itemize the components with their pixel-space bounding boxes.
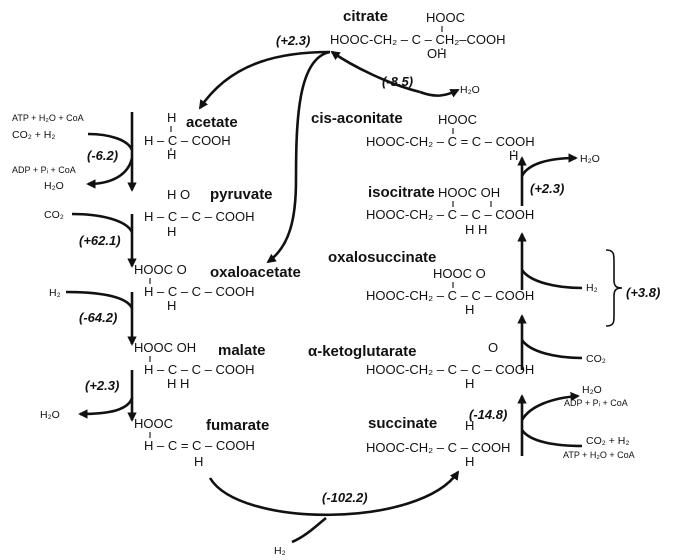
citrate-formula-bottom: OH [427, 46, 447, 61]
cofactor-h2-right: H₂ [586, 282, 598, 294]
cofactor-h2o-succinate: H₂O [582, 384, 602, 396]
energy-malate-dehydration: (+2.3) [85, 378, 119, 393]
cofactor-h2o-isocitrate: H₂O [580, 153, 600, 165]
cis-aconitate-formula-main: HOOC-CH₂ – C = C – COOH [366, 134, 535, 149]
citrate-to-oxaloacetate-arrow [266, 50, 331, 264]
oxalosuccinate-formula-main: HOOC-CH₂ – C – C – COOH [366, 288, 534, 303]
energy-succinate-activation: (-14.8) [469, 407, 507, 422]
energy-acetate-activation: (-6.2) [87, 148, 118, 163]
ketoglutarate-name: α-ketoglutarate [308, 343, 416, 360]
fumarate-formula-bottom: H [194, 454, 203, 469]
acetate-formula-top: H [167, 110, 176, 125]
ketoglutarate-formula-top: O [488, 340, 498, 355]
succinate-formula-bottom: H [465, 454, 474, 469]
water-release-arrow [419, 88, 460, 98]
succinate-name: succinate [368, 415, 437, 432]
pyruvate-formula-bottom: H [167, 224, 176, 239]
brace-oxalosuccinate [605, 249, 623, 327]
malate-formula-bottom: H H [167, 376, 189, 391]
cofactor-atp-right: ATP + H₂O + CoA [563, 450, 635, 460]
energy-citrate-split: (+2.3) [276, 33, 310, 48]
oxaloacetate-formula-bottom: H [167, 298, 176, 313]
isocitrate-formula-main: HOOC-CH₂ – C – C – COOH [366, 207, 534, 222]
cofactor-co2-left: CO₂ [44, 209, 64, 221]
acetate-formula-bottom: H [167, 147, 176, 162]
cis-aconitate-formula-top: HOOC [438, 112, 477, 127]
cofactor-co2-h2-right: CO₂ + H₂ [586, 435, 629, 447]
citrate-name: citrate [343, 8, 388, 25]
cofactor-co2-h2-left: CO₂ + H₂ [12, 129, 55, 141]
co2-in-pyruvate-arrow [71, 212, 134, 233]
succinate-formula-main: HOOC-CH₂ – C – COOH [366, 440, 510, 455]
cofactor-h2o-citrate: H₂O [460, 84, 480, 96]
energy-fumarate-reduction: (-102.2) [322, 490, 368, 505]
cofactor-in-succinate-arrow [520, 429, 583, 448]
h2-in-oxaloacetate-arrow [65, 290, 134, 309]
fumarate-formula-main: H – C = C – COOH [144, 438, 255, 453]
citrate-to-acetate-arrow [198, 50, 331, 110]
malate-formula-main: H – C – C – COOH [144, 362, 255, 377]
oxaloacetate-formula-top: HOOC O [134, 262, 187, 277]
energy-oxalosuccinate-pair: (+3.8) [626, 285, 660, 300]
cofactor-h2-left: H₂ [49, 287, 61, 299]
cofactor-out-acetate-arrow [86, 157, 134, 189]
fumarate-formula-top: HOOC [134, 416, 173, 431]
energy-isocitrate-hydration: (+2.3) [530, 181, 564, 196]
cis-aconitate-name: cis-aconitate [311, 110, 403, 127]
co2-in-ketoglutarate-arrow [520, 339, 583, 360]
cofactor-in-acetate-arrow [87, 132, 134, 151]
cofactor-h2-bottom: H₂ [274, 545, 286, 557]
water-out-malate-arrow [78, 397, 134, 419]
cofactor-h2o-left: H₂O [44, 180, 64, 192]
succinate-formula-top: H [465, 418, 474, 433]
cofactor-adp-right: ADP + Pᵢ + CoA [564, 398, 628, 408]
acetate-formula-main: H – C – COOH [144, 133, 231, 148]
water-out-isocitrate-arrow [520, 153, 578, 177]
pyruvate-formula-top: H O [167, 187, 190, 202]
oxaloacetate-name: oxaloacetate [210, 264, 301, 281]
cis-aconitate-formula-bottom: H [509, 148, 518, 163]
citrate-formula-top: HOOC [426, 10, 465, 25]
isocitrate-formula-top: HOOC OH [438, 185, 500, 200]
pyruvate-name: pyruvate [210, 186, 273, 203]
fumarate-to-succinate-arrow [208, 470, 460, 517]
isocitrate-name: isocitrate [368, 184, 435, 201]
h2-in-fumarate-arrow [291, 516, 327, 544]
cofactor-atp-left: ATP + H₂O + CoA [12, 113, 84, 123]
oxalosuccinate-formula-bottom: H [465, 302, 474, 317]
citrate-formula-main: HOOC-CH₂ – C – CH₂–COOH [330, 32, 506, 47]
cofactor-adp-left: ADP + Pᵢ + CoA [12, 165, 76, 175]
h2-in-oxalosuccinate-arrow [520, 269, 583, 290]
malate-formula-top: HOOC OH [134, 340, 196, 355]
cis-aconitate-to-citrate-arrow [330, 50, 421, 94]
energy-oxaloacetate-reduction: (-64.2) [79, 310, 117, 325]
cofactor-out-succinate-arrow [520, 391, 580, 421]
malate-name: malate [218, 342, 266, 359]
cofactor-h2o-malate: H₂O [40, 409, 60, 421]
ketoglutarate-formula-main: HOOC-CH₂ – C – C – COOH [366, 362, 534, 377]
acetate-name: acetate [186, 114, 238, 131]
isocitrate-formula-bottom: H H [465, 222, 487, 237]
energy-citrate-dehydration: (-8.5) [382, 74, 413, 89]
cofactor-co2-right: CO₂ [586, 353, 606, 365]
formula-bonds [149, 26, 515, 438]
fumarate-name: fumarate [206, 417, 269, 434]
energy-pyruvate-formation: (+62.1) [79, 233, 121, 248]
oxalosuccinate-formula-top: HOOC O [433, 266, 486, 281]
oxaloacetate-formula-main: H – C – C – COOH [144, 284, 255, 299]
oxalosuccinate-name: oxalosuccinate [328, 249, 436, 266]
ketoglutarate-formula-bottom: H [465, 376, 474, 391]
pyruvate-formula-main: H – C – C – COOH [144, 209, 255, 224]
